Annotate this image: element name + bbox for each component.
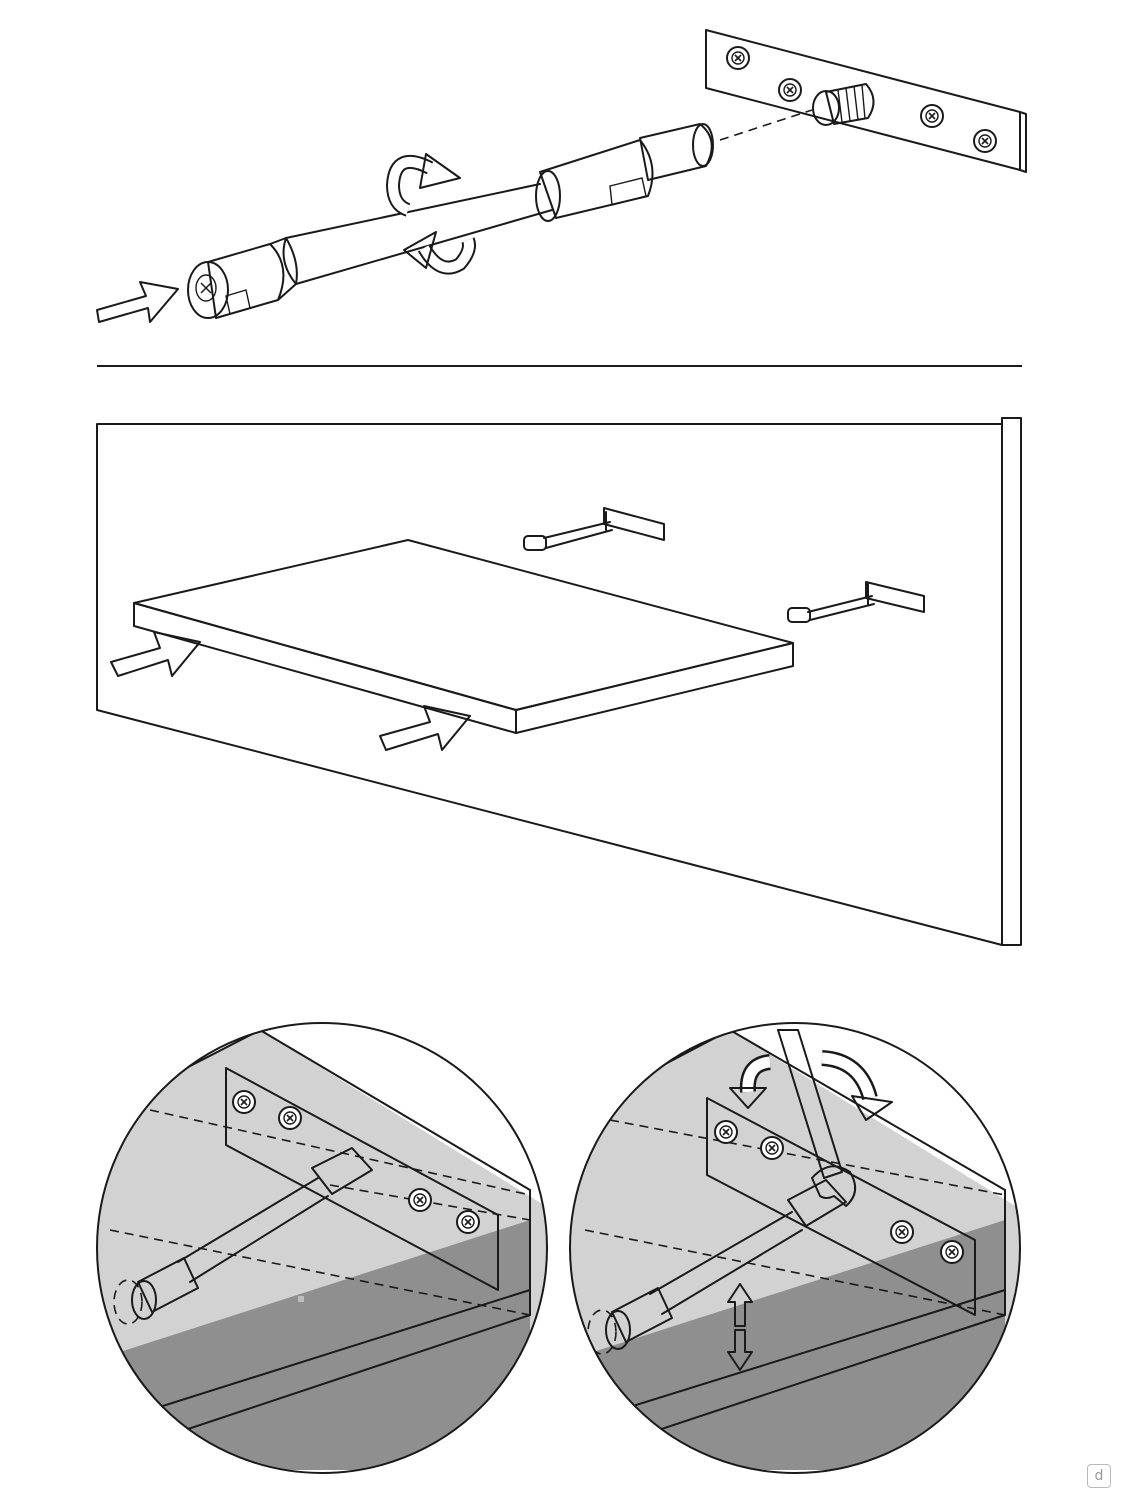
screw-icon <box>940 1240 964 1264</box>
logo-badge-icon: d <box>1087 1464 1111 1488</box>
push-arrow-icon <box>96 281 179 323</box>
push-arrow-icon <box>379 705 471 751</box>
screw-icon <box>778 78 802 102</box>
screw-icon <box>920 104 944 128</box>
screw-icon <box>278 1106 302 1130</box>
screw-icon <box>408 1188 432 1212</box>
alignment-dashes <box>719 109 813 141</box>
screw-icon <box>760 1136 784 1160</box>
detail-rod-installed <box>97 1023 547 1473</box>
adjust-down-arrow-icon <box>727 1329 753 1371</box>
detail-frame-left <box>96 1022 548 1474</box>
detail-adjust-level <box>570 1023 1020 1473</box>
rotate-arrow-icon <box>385 153 476 275</box>
threaded-stud <box>812 83 875 126</box>
screw-icon <box>232 1090 256 1114</box>
wrench-icon <box>777 1029 857 1207</box>
shelf-board <box>133 539 794 734</box>
screw-icon <box>714 1120 738 1144</box>
wall-rod-back <box>523 507 665 551</box>
rotate-arrow-icon <box>729 1050 893 1121</box>
detail-frame-right <box>569 1022 1021 1474</box>
step-mount-shelf <box>96 417 1022 946</box>
step-screw-rod <box>96 29 1027 323</box>
screw-icon <box>456 1210 480 1234</box>
screw-icon <box>890 1220 914 1244</box>
adjust-up-arrow-icon <box>727 1283 753 1327</box>
wall-plate <box>705 29 1027 173</box>
wall-rod-front <box>787 581 925 623</box>
threaded-rod <box>187 123 714 319</box>
push-arrow-icon <box>110 631 201 677</box>
screw-icon <box>973 129 997 153</box>
screw-icon <box>726 46 750 70</box>
wall-panel <box>96 417 1022 946</box>
